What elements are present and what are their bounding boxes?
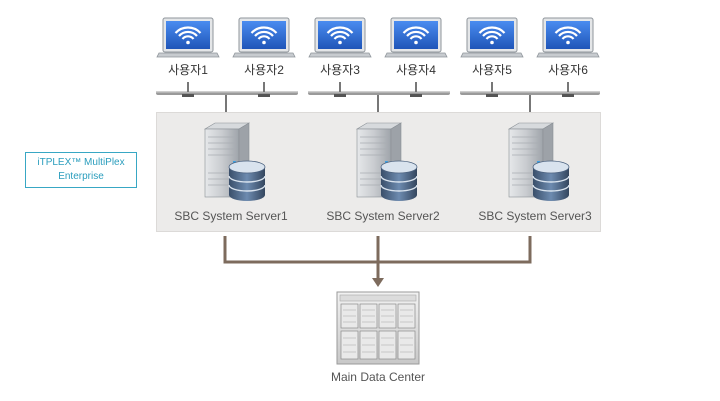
server-icon bbox=[203, 122, 266, 201]
user-label-4: 사용자4 bbox=[396, 63, 436, 77]
laptop-icon bbox=[460, 17, 524, 58]
server-icon bbox=[355, 122, 418, 201]
arrow-down-icon bbox=[372, 278, 384, 287]
data-center-connector bbox=[223, 236, 532, 280]
database-icon bbox=[228, 160, 266, 201]
server-drop-lines bbox=[225, 95, 531, 125]
data-center-label: Main Data Center bbox=[330, 370, 426, 384]
user-label-1: 사용자1 bbox=[168, 63, 208, 77]
database-icon bbox=[380, 160, 418, 201]
laptop-icon bbox=[308, 17, 372, 58]
database-icon bbox=[532, 160, 570, 201]
server-label-2: SBC System Server2 bbox=[326, 209, 440, 223]
server-label-3: SBC System Server3 bbox=[478, 209, 592, 223]
laptop-icon bbox=[536, 17, 600, 58]
user-label-6: 사용자6 bbox=[548, 63, 588, 77]
laptop-icon bbox=[384, 17, 448, 58]
user-label-5: 사용자5 bbox=[472, 63, 512, 77]
product-badge: iTPLEX™ MultiPlex Enterprise bbox=[25, 152, 137, 188]
server-icon bbox=[507, 122, 570, 201]
product-badge-line1: iTPLEX™ MultiPlex bbox=[37, 157, 125, 168]
user-label-3: 사용자3 bbox=[320, 63, 360, 77]
user-label-2: 사용자2 bbox=[244, 63, 284, 77]
product-badge-line2: Enterprise bbox=[58, 171, 104, 182]
laptop-icon bbox=[156, 17, 220, 58]
user-drop-lines bbox=[187, 82, 569, 92]
laptop-icon bbox=[232, 17, 296, 58]
server-label-1: SBC System Server1 bbox=[174, 209, 288, 223]
data-center-icon bbox=[336, 291, 420, 365]
